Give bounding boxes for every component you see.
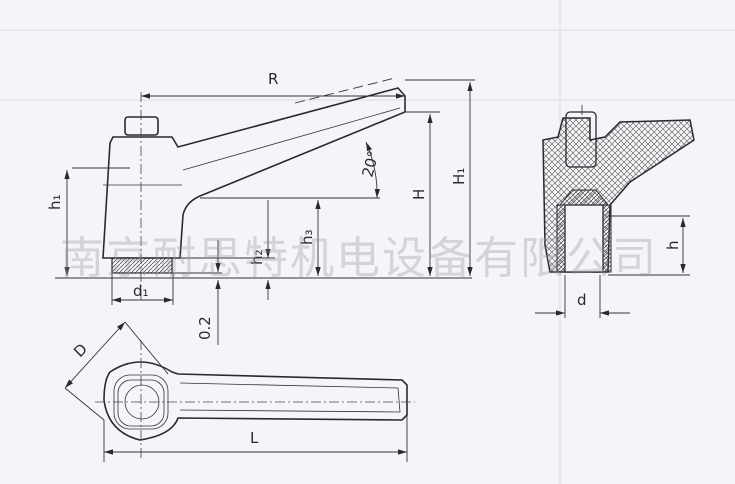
knurled-insert	[111, 257, 173, 274]
lever-body	[102, 87, 406, 259]
section-view: d h	[535, 105, 695, 318]
label-H: H	[410, 189, 428, 200]
label-d: d	[577, 291, 587, 309]
side-view: R h₁ H H₁ h₃ h₂ 0.2 20° d₁	[46, 70, 475, 345]
label-R: R	[268, 70, 278, 88]
label-h3: h₃	[298, 229, 316, 245]
label-h1: h₁	[46, 194, 64, 210]
label-d1: d₁	[133, 282, 149, 300]
top-view: D L	[64, 321, 415, 462]
label-angle: 20°	[358, 149, 382, 179]
label-D: D	[70, 340, 91, 361]
knob-cap	[124, 116, 159, 136]
label-h2: h₂	[248, 249, 266, 265]
watermark: 南京耐思特机电设备有限公司	[60, 233, 658, 284]
label-L: L	[250, 429, 259, 447]
label-H1: H₁	[450, 168, 468, 185]
label-gap: 0.2	[196, 316, 214, 340]
label-h: h	[664, 240, 682, 250]
